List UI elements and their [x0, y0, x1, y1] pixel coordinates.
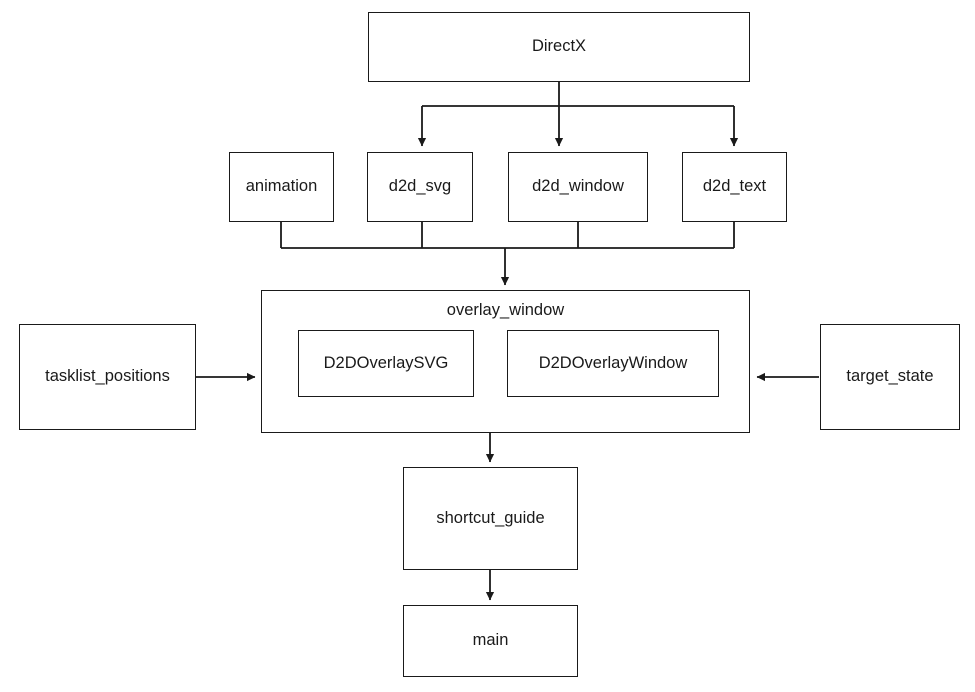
node-overlay-window-label: overlay_window	[446, 301, 565, 319]
node-d2doverlaywindow[interactable]: D2DOverlayWindow	[507, 330, 719, 397]
node-d2doverlaywindow-label: D2DOverlayWindow	[538, 353, 688, 372]
node-target-state-label: target_state	[846, 367, 934, 386]
node-tasklist-positions[interactable]: tasklist_positions	[19, 324, 196, 430]
node-d2d-window[interactable]: d2d_window	[508, 152, 648, 222]
node-d2d-svg-label: d2d_svg	[388, 177, 452, 196]
node-d2d-text-label: d2d_text	[702, 177, 767, 196]
node-target-state[interactable]: target_state	[820, 324, 960, 430]
node-d2doverlaysvg[interactable]: D2DOverlaySVG	[298, 330, 474, 397]
node-tasklist-positions-label: tasklist_positions	[45, 367, 170, 386]
node-d2d-window-label: d2d_window	[532, 177, 624, 196]
node-animation[interactable]: animation	[229, 152, 334, 222]
node-main[interactable]: main	[403, 605, 578, 677]
node-animation-label: animation	[245, 177, 318, 196]
node-directx[interactable]: DirectX	[368, 12, 750, 82]
node-main-label: main	[472, 631, 509, 650]
node-shortcut-guide[interactable]: shortcut_guide	[403, 467, 578, 570]
node-directx-label: DirectX	[531, 37, 587, 56]
node-d2d-text[interactable]: d2d_text	[682, 152, 787, 222]
node-shortcut-guide-label: shortcut_guide	[436, 508, 545, 527]
node-d2doverlaysvg-label: D2DOverlaySVG	[323, 353, 449, 372]
node-d2d-svg[interactable]: d2d_svg	[367, 152, 473, 222]
node-overlay-window-cluster[interactable]: overlay_window	[261, 290, 750, 433]
